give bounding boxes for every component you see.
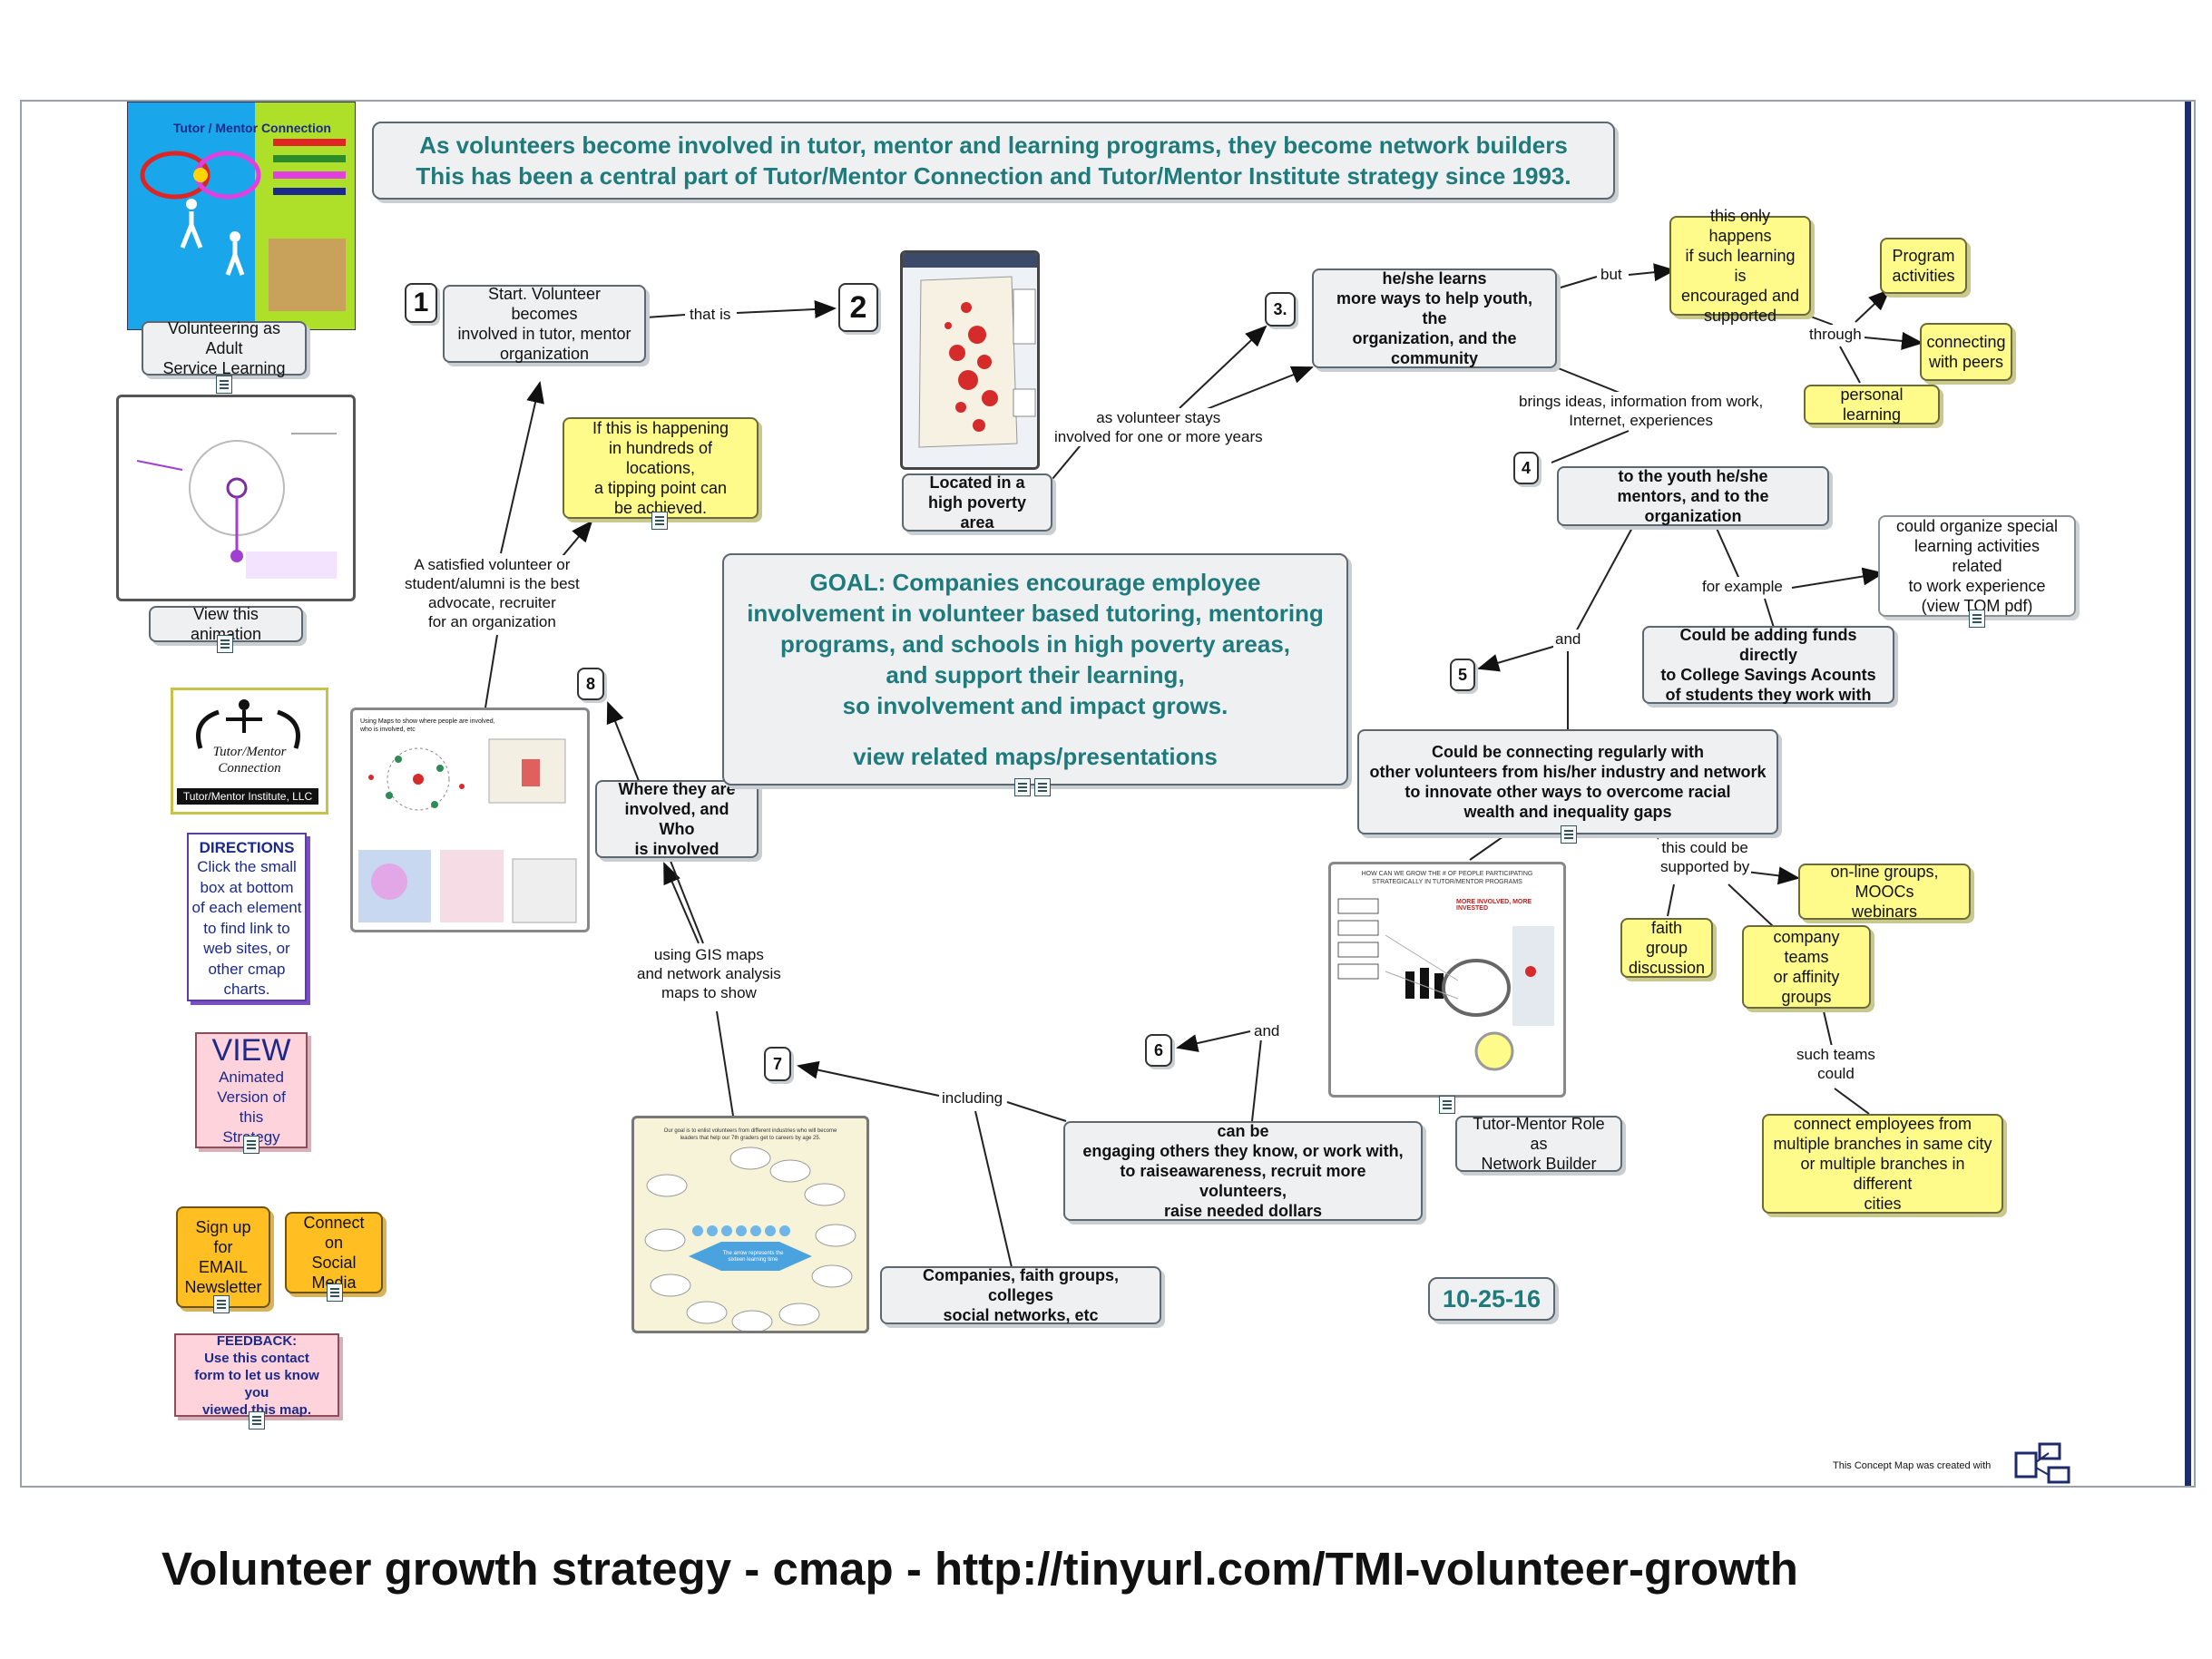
industry-thumb-center: The arrow represents the sixteen learnin…: [722, 1251, 784, 1263]
company-teams-node: company teams or affinity groups: [1742, 925, 1871, 1009]
step-number-7: 7: [764, 1047, 791, 1081]
connecting-regularly-node: Could be connecting regularly with other…: [1357, 729, 1778, 834]
institute-logo-line2: Connection: [218, 761, 281, 776]
step-number-6: 6: [1145, 1034, 1172, 1067]
slide-caption: Volunteer growth strategy - cmap - http:…: [161, 1543, 1798, 1595]
edge-label-brings-ideas: brings ideas, information from work, Int…: [1517, 392, 1766, 430]
institute-name: Tutor/Mentor Institute, LLC: [177, 788, 318, 805]
edge-label-could-be-supported: this could be supported by: [1659, 838, 1752, 876]
role-thumb-subtitle: MORE INVOLVED, MORE INVESTED: [1456, 899, 1532, 912]
cmap-icon[interactable]: [1034, 778, 1051, 796]
institute-logo[interactable]: Tutor/Mentor Connection Tutor/Mentor Ins…: [171, 688, 328, 815]
document-icon[interactable]: [213, 1295, 230, 1313]
document-icon[interactable]: [216, 376, 232, 394]
directions-text: Click the small box at bottom of each el…: [191, 858, 302, 998]
cmaptools-logo-icon: [2014, 1442, 2070, 1484]
connect-employees-node: connect employees from multiple branches…: [1762, 1114, 2003, 1214]
tipping-point-node: If this is happening in hundreds of loca…: [563, 417, 759, 519]
cmap-credit: This Concept Map was created with: [1833, 1460, 1991, 1471]
document-icon[interactable]: [327, 1283, 343, 1302]
header-banner: As volunteers become involved in tutor, …: [372, 122, 1615, 200]
edge-label-that-is: that is: [688, 305, 733, 324]
document-icon[interactable]: [243, 1136, 259, 1154]
service-learning-link[interactable]: Volunteering as Adult Service Learning: [142, 319, 307, 377]
online-groups-node: on-line groups, MOOCs webinars: [1798, 863, 1971, 921]
goal-link[interactable]: view related maps/presentations: [853, 743, 1218, 770]
edge-label-and-5: and: [1553, 629, 1583, 649]
date-stamp: 10-25-16: [1428, 1277, 1555, 1321]
goal-node[interactable]: GOAL: Companies encourage employee invol…: [722, 553, 1348, 786]
edge-label-satisfied: A satisfied volunteer or student/alumni …: [403, 555, 582, 631]
edge-label-through: through: [1807, 325, 1864, 344]
document-icon[interactable]: [249, 1411, 265, 1430]
edge-label-but: but: [1599, 265, 1624, 284]
start-node: Start. Volunteer becomes involved in tut…: [443, 285, 646, 363]
network-maps-thumbnail[interactable]: Using Maps to show where people are invo…: [350, 708, 590, 932]
tutor-mentor-role-node: Tutor-Mentor Role as Network Builder: [1455, 1115, 1622, 1173]
can-be-node: can be engaging others they know, or wor…: [1063, 1121, 1423, 1221]
edge-label-using-gis: using GIS maps and network analysis maps…: [635, 945, 783, 1002]
tmc-logo-title: Tutor / Mentor Connection: [173, 121, 331, 135]
network-builder-thumbnail[interactable]: HOW CAN WE GROW THE # OF PEOPLE PARTICIP…: [1328, 862, 1566, 1098]
edge-label-volunteer-stays: as volunteer stays involved for one or m…: [1052, 408, 1265, 446]
document-icon[interactable]: [651, 512, 668, 530]
goal-text: GOAL: Companies encourage employee invol…: [747, 569, 1324, 719]
view-animation-link[interactable]: View this animation: [149, 605, 303, 643]
tmc-logo-image[interactable]: Tutor / Mentor Connection: [127, 102, 356, 330]
institute-logo-line1: Tutor/Mentor: [212, 745, 287, 759]
view-animated-link[interactable]: VIEW Animated Version of this Strategy: [195, 1032, 308, 1148]
personal-learning-node: personal learning: [1804, 385, 1940, 425]
document-icon[interactable]: [217, 635, 233, 653]
edge-label-such-teams: such teams could: [1795, 1045, 1877, 1083]
step-number-8: 8: [577, 668, 604, 700]
step-number-4: 4: [1513, 452, 1539, 484]
step-number-2: 2: [838, 283, 878, 332]
step-number-5: 5: [1450, 659, 1475, 691]
animation-thumbnail[interactable]: [116, 395, 356, 601]
faith-group-node: faith group discussion: [1620, 918, 1713, 978]
only-happens-node: this only happens if such learning is en…: [1669, 207, 1811, 325]
document-icon[interactable]: [1439, 1096, 1455, 1114]
directions-title: DIRECTIONS: [199, 839, 295, 856]
social-media-link[interactable]: Connect on Social Media: [285, 1212, 383, 1293]
header-line-1: As volunteers become involved in tutor, …: [419, 132, 1568, 159]
cmap-credit-text: This Concept Map was created with: [1833, 1460, 1992, 1471]
document-icon[interactable]: [1014, 778, 1031, 796]
document-icon[interactable]: [1561, 825, 1577, 844]
step-number-3: 3.: [1265, 292, 1296, 327]
role-thumb-title: HOW CAN WE GROW THE # OF PEOPLE PARTICIP…: [1361, 871, 1533, 885]
industry-thumb-title: Our goal is to enlist volunteers from di…: [663, 1128, 837, 1141]
header-line-2: This has been a central part of Tutor/Me…: [416, 162, 1571, 190]
feedback-link[interactable]: FEEDBACK: Use this contact form to let u…: [174, 1333, 339, 1418]
located-node: Located in a high poverty area: [902, 473, 1052, 532]
edge-label-and-6: and: [1252, 1021, 1282, 1040]
step-number-1: 1: [405, 283, 437, 323]
network-thumb-title: Using Maps to show where people are invo…: [360, 718, 495, 733]
document-icon[interactable]: [1969, 610, 1985, 628]
edge-label-for-example: for example: [1700, 577, 1785, 596]
poverty-map-thumbnail[interactable]: [900, 250, 1040, 470]
view-animated-text: Animated Version of this Strategy: [217, 1069, 286, 1146]
college-savings-node: Could be adding funds directly to Colleg…: [1642, 626, 1894, 704]
industry-clusters-thumbnail[interactable]: Our goal is to enlist volunteers from di…: [631, 1116, 869, 1333]
view-big-text: VIEW: [211, 1033, 291, 1068]
program-activities-node: Program activities: [1880, 238, 1967, 294]
special-learning-node: could organize special learning activiti…: [1878, 515, 2076, 617]
companies-node: Companies, faith groups, colleges social…: [880, 1266, 1161, 1324]
connecting-peers-node: connecting with peers: [1920, 323, 2012, 381]
scroll-edge: [2185, 102, 2191, 1486]
to-youth-node: to the youth he/she mentors, and to the …: [1557, 466, 1829, 526]
where-involved-node: Where they are involved, and Who is invo…: [595, 780, 759, 858]
email-signup-link[interactable]: Sign up for EMAIL Newsletter: [176, 1206, 270, 1308]
learns-node: he/she learns more ways to help youth, t…: [1312, 268, 1557, 368]
directions-box: DIRECTIONS Click the small box at bottom…: [187, 833, 307, 1001]
edge-label-including: including: [940, 1088, 1005, 1108]
